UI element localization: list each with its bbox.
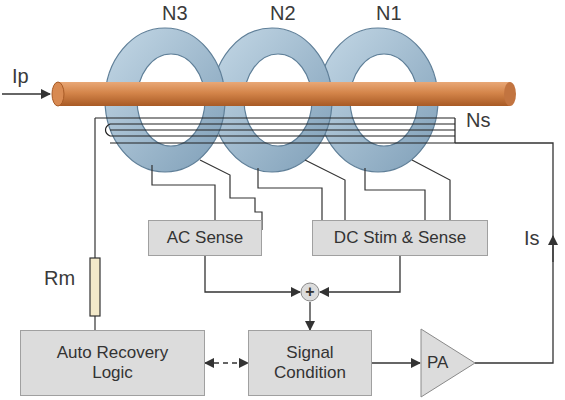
node-label: PA [427, 353, 448, 373]
node-label: DC Stim & Sense [334, 228, 466, 248]
part-label: Rm [44, 268, 75, 288]
part-label: N1 [376, 3, 402, 23]
signal-connector [205, 256, 300, 292]
process-box: AC Sense [148, 220, 262, 256]
amplifier-triangle: PA [420, 328, 476, 398]
signal-connector [320, 256, 400, 292]
process-box: Auto Recovery Logic [20, 330, 205, 396]
part-label: N2 [270, 3, 296, 23]
ip-arrow [2, 93, 50, 94]
summing-junction: + [300, 282, 320, 302]
signal-connector [205, 362, 248, 363]
primary-conductor [52, 82, 516, 106]
signal-connector [372, 362, 420, 363]
sum-sign: + [305, 284, 314, 300]
part-label: Ip [12, 66, 29, 86]
process-box: DC Stim & Sense [312, 220, 488, 256]
burden-resistor [80, 118, 110, 348]
part-label: N3 [162, 3, 188, 23]
secondary-winding [95, 118, 455, 143]
signal-connector [309, 302, 310, 330]
node-label: AC Sense [167, 228, 244, 248]
part-label: Is [524, 228, 540, 248]
node-label: Signal Condition [260, 343, 360, 382]
part-label: Ns [466, 110, 490, 130]
node-label: Auto Recovery Logic [48, 343, 178, 382]
process-box: Signal Condition [248, 330, 372, 396]
